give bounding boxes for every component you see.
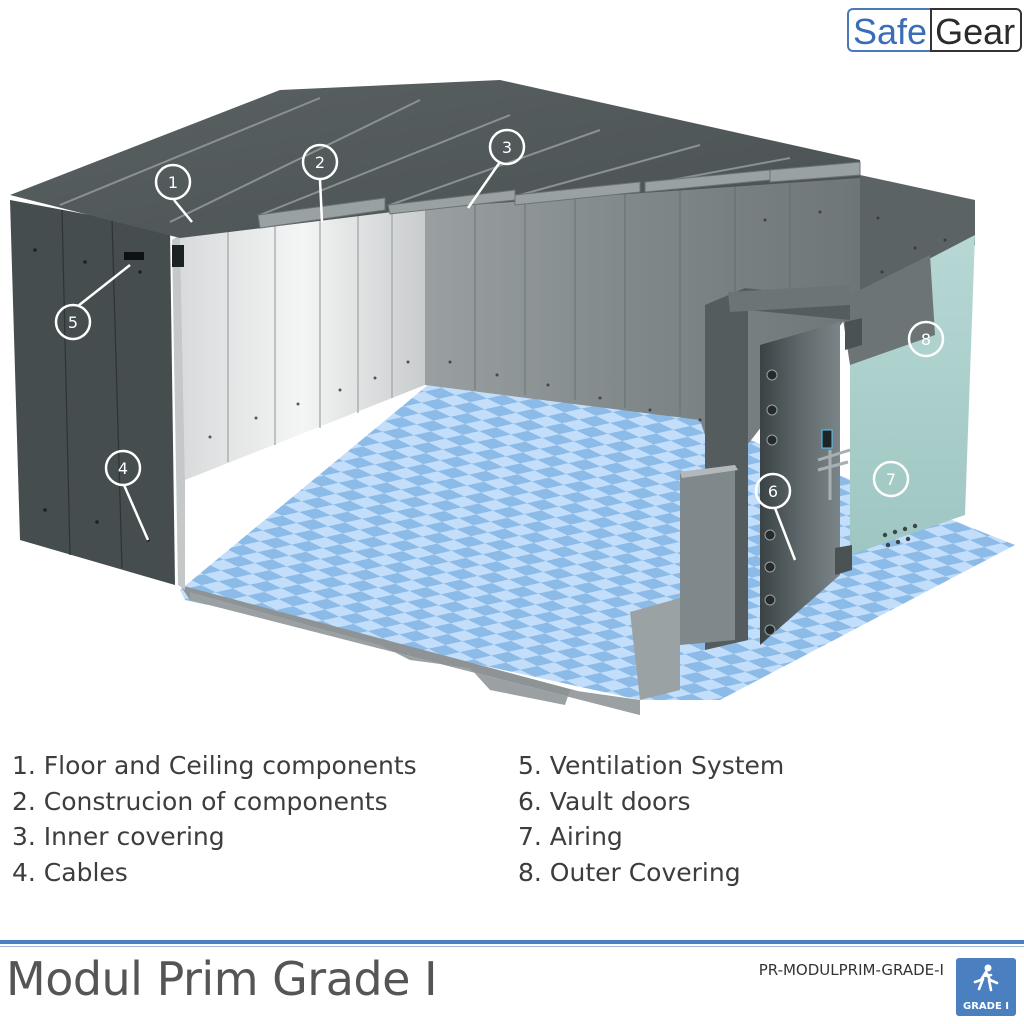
front-wall-cutaway xyxy=(680,465,735,645)
callout-4: 4 xyxy=(104,449,142,487)
airing-vent-holes xyxy=(882,523,918,548)
vault-room-diagram: 1 2 3 4 5 6 7 8 xyxy=(10,80,1015,715)
legend-item: 5. Ventilation System xyxy=(518,751,785,780)
running-person-icon xyxy=(973,964,999,992)
front-wall-cutaway-side xyxy=(630,598,680,700)
callout-7: 7 xyxy=(872,460,910,498)
callout-5-label: 5 xyxy=(68,313,78,332)
legend-item: 3. Inner covering xyxy=(12,822,225,851)
legend-item: 7. Airing xyxy=(518,822,623,851)
roof xyxy=(10,80,860,238)
callout-8-label: 8 xyxy=(921,330,931,349)
legend-item: 8. Outer Covering xyxy=(518,857,741,887)
callout-2: 2 xyxy=(301,143,339,181)
grade-badge-label: GRADE I xyxy=(963,1001,1009,1012)
callout-3: 3 xyxy=(488,128,526,166)
legend-item: 4. Cables xyxy=(12,857,128,887)
inner-covering-wall xyxy=(180,205,425,480)
vault-door xyxy=(760,322,840,645)
legend-item: 6. Vault doors xyxy=(518,786,691,816)
legend-column-left: 1. Floor and Ceiling components 2. Const… xyxy=(12,748,417,890)
legend-item: 1. Floor and Ceiling components xyxy=(12,751,417,780)
grade-badge: GRADE I xyxy=(956,958,1016,1016)
floor-slab-edge xyxy=(180,585,640,715)
outer-covering-patch xyxy=(840,255,935,365)
footer-divider-thin xyxy=(0,946,1024,947)
callout-7-label: 7 xyxy=(886,470,896,489)
inner-wall-base xyxy=(172,235,185,590)
logo-gear-text: Gear xyxy=(930,8,1023,52)
door-frame xyxy=(705,288,850,650)
callout-1-label: 1 xyxy=(168,173,178,192)
door-bottom-block xyxy=(835,545,852,575)
right-outer-wall xyxy=(860,175,975,300)
callout-8: 8 xyxy=(907,320,945,358)
callout-3-label: 3 xyxy=(502,138,512,157)
ventilation-grille xyxy=(124,252,144,260)
product-title: Modul Prim Grade I xyxy=(6,952,438,1006)
door-frame-front xyxy=(728,285,850,312)
door-hinge-block xyxy=(845,318,862,350)
floor-slab-steps xyxy=(190,592,640,715)
back-wall xyxy=(425,175,860,480)
legend-column-right: 5. Ventilation System 6. Vault doors 7. … xyxy=(518,748,784,890)
logo-safe-text: Safe xyxy=(847,8,931,52)
callout-6: 6 xyxy=(754,472,792,510)
door-bolts xyxy=(764,369,778,636)
right-floor-extension xyxy=(620,525,1015,700)
floor-tiles xyxy=(180,375,1015,700)
left-outer-wall xyxy=(10,200,175,585)
footer-divider xyxy=(0,940,1024,944)
door-keypad xyxy=(821,429,833,449)
callout-2-label: 2 xyxy=(315,153,325,172)
callout-1: 1 xyxy=(154,163,192,201)
callout-4-label: 4 xyxy=(118,459,128,478)
product-code: PR-MODULPRIM-GRADE-I xyxy=(758,961,944,979)
callout-5: 5 xyxy=(54,303,92,341)
legend-item: 2. Construcion of components xyxy=(12,786,388,816)
inner-corner-vent xyxy=(172,245,184,267)
door-handle xyxy=(817,448,851,500)
callout-6-label: 6 xyxy=(768,482,778,501)
